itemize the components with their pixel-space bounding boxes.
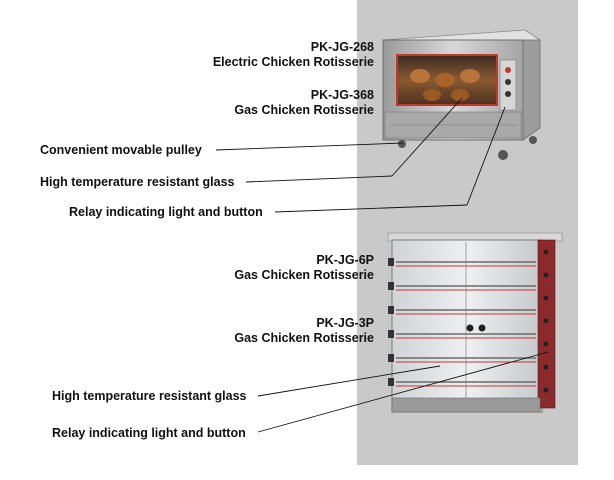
feature-resistant-glass-top: High temperature resistant glass	[40, 175, 235, 189]
product-name-3p: Gas Chicken Rotisserie	[234, 331, 374, 345]
feature-relay-light-top: Relay indicating light and button	[69, 205, 263, 219]
electric-rotisserie-image	[382, 29, 542, 160]
product-name-368: Gas Chicken Rotisserie	[234, 103, 374, 117]
product-model-368: PK-JG-368	[310, 88, 374, 102]
gas-rotisserie-image	[387, 232, 563, 413]
product-model-268: PK-JG-268	[310, 40, 374, 54]
feature-resistant-glass-bottom: High temperature resistant glass	[52, 389, 247, 403]
leader-lines	[215, 97, 549, 433]
feature-relay-light-bottom: Relay indicating light and button	[52, 426, 246, 440]
product-model-3p: PK-JG-3P	[316, 316, 374, 330]
product-name-6p: Gas Chicken Rotisserie	[234, 268, 374, 282]
product-name-268: Electric Chicken Rotisserie	[212, 55, 374, 69]
feature-movable-pulley: Convenient movable pulley	[40, 143, 202, 157]
product-model-6p: PK-JG-6P	[316, 253, 374, 267]
